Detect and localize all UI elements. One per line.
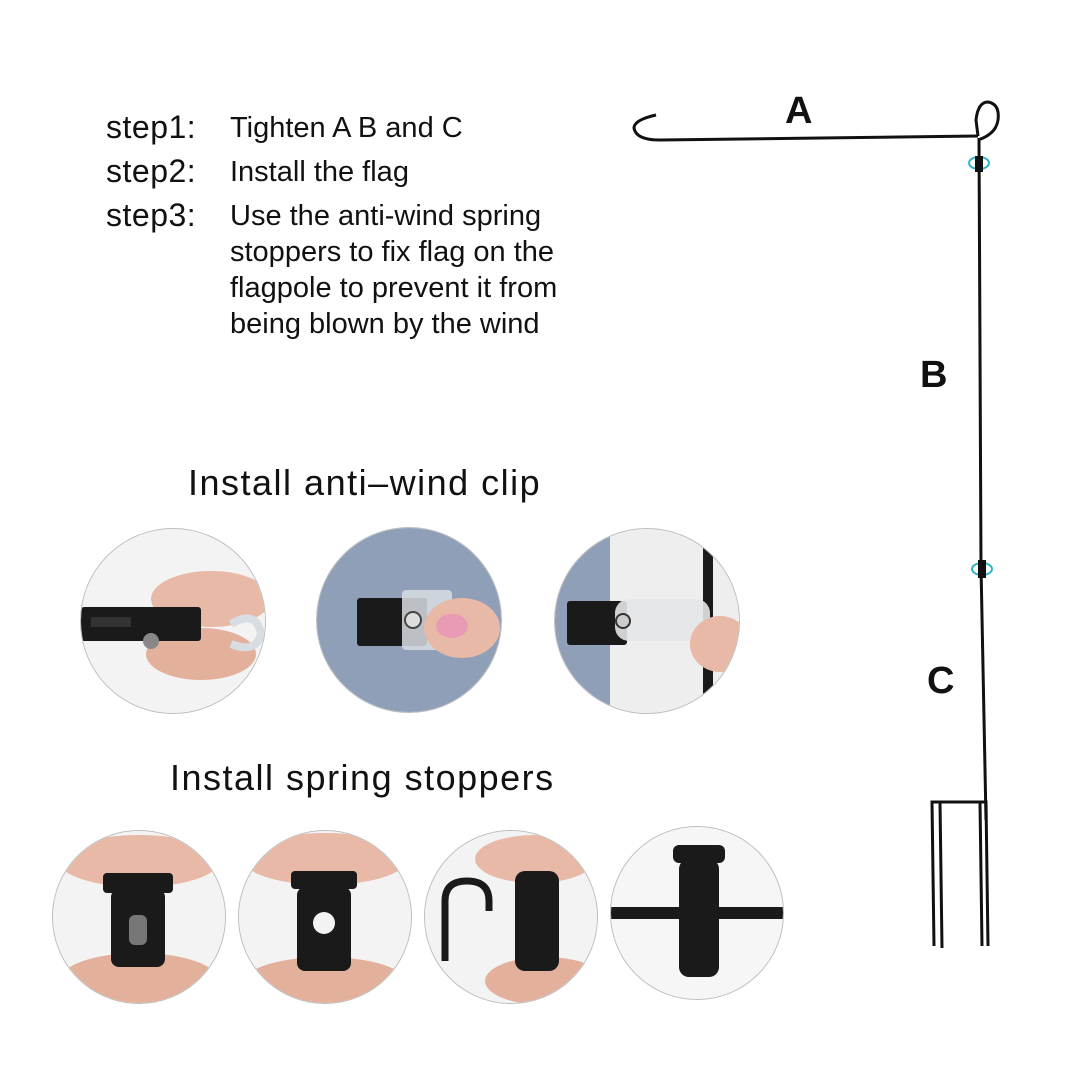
instruction-steps: step1: Tighten A B and C step2: Install …: [106, 108, 626, 348]
step-2: step2: Install the flag: [106, 152, 626, 190]
step-3-label: step3:: [106, 197, 197, 233]
clip-photo-2-illustration: [317, 528, 501, 712]
stopper-photo-1-illustration: [53, 831, 225, 1003]
pole-label-a: A: [785, 90, 813, 132]
clip-photo-3: [554, 528, 740, 714]
clip-photo-1: [80, 528, 266, 714]
stopper-photo-1: [52, 830, 226, 1004]
pole-label-c: C: [927, 660, 955, 702]
stopper-photo-4-illustration: [611, 827, 783, 999]
stopper-photo-2: [238, 830, 412, 1004]
flagpole-top-loop: [974, 100, 1000, 142]
flagpole-ground-stake: [930, 800, 990, 949]
flagpole-segment-c: [979, 565, 988, 821]
clip-photo-3-illustration: [555, 529, 739, 713]
step-1-label: step1:: [106, 109, 197, 145]
clip-heading: Install anti–wind clip: [188, 462, 542, 503]
stopper-photo-3-illustration: [425, 831, 597, 1003]
pole-label-b: B: [920, 354, 948, 396]
flagpole-segment-b: [977, 137, 983, 567]
step-2-label: step2:: [106, 153, 197, 189]
clip-photo-1-illustration: [81, 529, 265, 713]
step-1-text: Tighten A B and C: [230, 112, 463, 144]
stopper-photo-2-illustration: [239, 831, 411, 1003]
step-2-text: Install the flag: [230, 156, 409, 188]
stopper-heading: Install spring stoppers: [170, 757, 555, 798]
stopper-photo-4: [610, 826, 784, 1000]
clip-photo-2: [316, 527, 502, 713]
step-3-text: Use the anti-wind spring stoppers to fix…: [230, 200, 558, 340]
step-3: step3: Use the anti-wind spring stoppers…: [106, 196, 626, 342]
stopper-photo-3: [424, 830, 598, 1004]
flagpole-arm-a: [632, 113, 979, 142]
flagpole-diagram: [632, 100, 1000, 949]
step-1: step1: Tighten A B and C: [106, 108, 626, 146]
